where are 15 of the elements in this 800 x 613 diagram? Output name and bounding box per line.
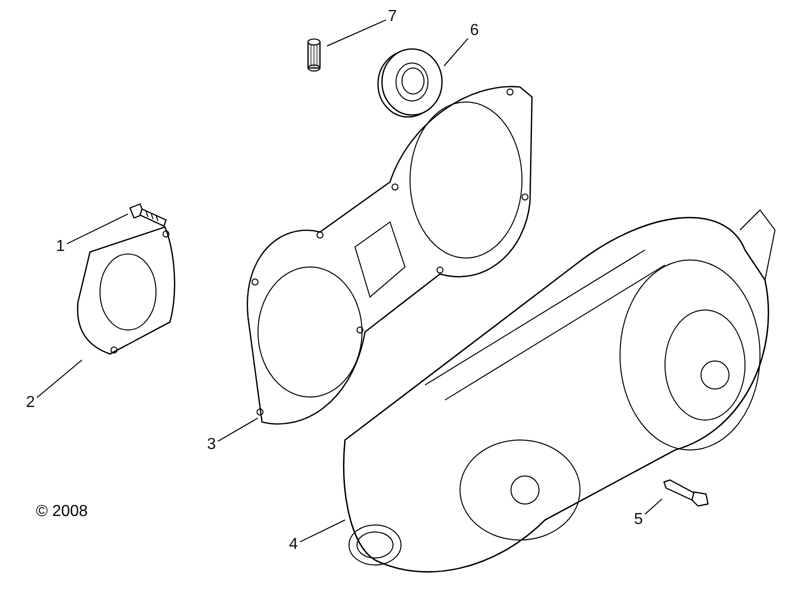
callout-number: 1	[56, 238, 65, 256]
callout-number: 2	[26, 394, 35, 412]
leader-line	[644, 498, 662, 515]
bolt-drawing	[128, 200, 168, 228]
callout-number: 4	[289, 536, 298, 554]
leader-line	[444, 38, 468, 66]
copyright-notice: © 2008	[36, 503, 88, 521]
callout-number: 3	[207, 436, 216, 454]
callout-number: 6	[470, 22, 479, 40]
leader-line	[326, 19, 386, 46]
callout-number: 5	[634, 511, 643, 529]
callout-number: 7	[388, 8, 397, 26]
leader-line	[217, 418, 258, 442]
leader-line	[36, 360, 82, 398]
leader-line	[299, 520, 346, 542]
